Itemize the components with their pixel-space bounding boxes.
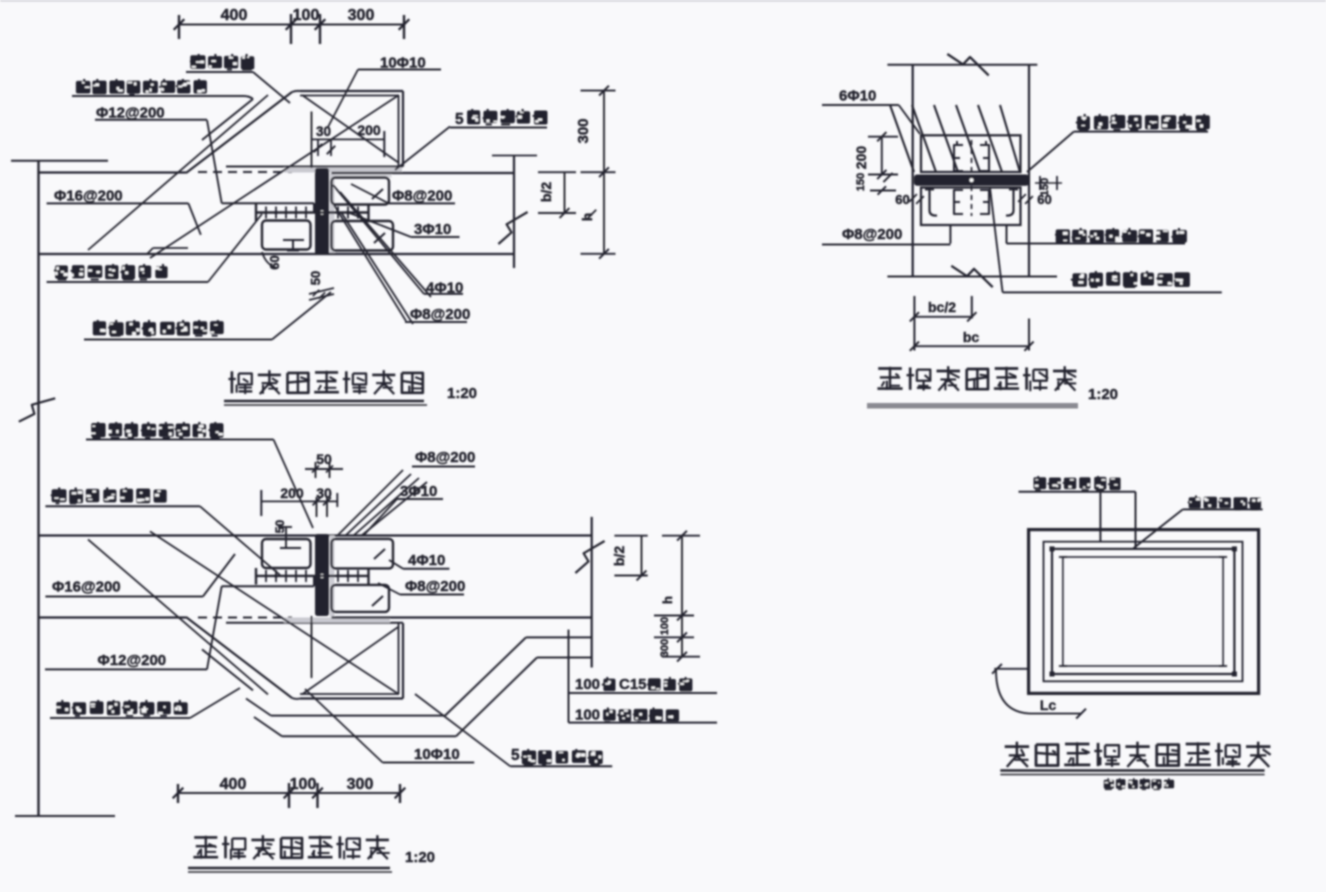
- svg-text:5: 5: [455, 111, 464, 128]
- svg-text:4Φ10: 4Φ10: [408, 552, 445, 569]
- svg-text:400: 400: [220, 776, 247, 793]
- svg-text:h: h: [660, 596, 675, 604]
- svg-text:1:20: 1:20: [1088, 386, 1118, 403]
- svg-text:bc: bc: [963, 329, 980, 345]
- svg-text:300: 300: [347, 776, 374, 793]
- svg-text:300: 300: [659, 639, 671, 657]
- svg-text:Φ12@200: Φ12@200: [96, 105, 165, 122]
- svg-text:400: 400: [221, 7, 248, 24]
- svg-text:100: 100: [575, 707, 600, 724]
- svg-text:100: 100: [290, 776, 317, 793]
- svg-text:Φ16@200: Φ16@200: [52, 579, 121, 596]
- svg-text:h: h: [579, 213, 595, 222]
- svg-text:Φ8@200: Φ8@200: [392, 188, 452, 205]
- svg-text:30: 30: [316, 485, 332, 501]
- svg-text:b/2: b/2: [538, 182, 554, 202]
- svg-text:Φ8@200: Φ8@200: [415, 449, 475, 466]
- svg-text:5: 5: [511, 747, 520, 764]
- svg-text:200: 200: [280, 485, 304, 501]
- svg-text:60: 60: [895, 192, 909, 207]
- svg-text:Lc: Lc: [1040, 697, 1057, 713]
- svg-text:4Φ10: 4Φ10: [426, 280, 463, 297]
- svg-text:3Φ10: 3Φ10: [414, 221, 451, 238]
- svg-text:Φ8@200: Φ8@200: [410, 306, 470, 323]
- svg-text:1:20: 1:20: [405, 849, 435, 866]
- svg-text:Φ16@200: Φ16@200: [54, 188, 123, 205]
- svg-text:100: 100: [293, 7, 320, 24]
- svg-text:Φ8@200: Φ8@200: [842, 226, 902, 243]
- svg-text:100: 100: [575, 676, 600, 693]
- svg-text:30: 30: [316, 124, 331, 139]
- svg-text:50: 50: [316, 451, 332, 467]
- svg-text:6Φ10: 6Φ10: [839, 88, 876, 105]
- svg-text:C15: C15: [619, 676, 647, 693]
- svg-text:bc/2: bc/2: [928, 299, 956, 315]
- svg-text:300: 300: [348, 7, 375, 24]
- svg-text:200: 200: [853, 146, 869, 170]
- svg-text:150: 150: [855, 173, 867, 191]
- svg-text:3Φ10: 3Φ10: [400, 483, 437, 500]
- svg-text:Φ12@200: Φ12@200: [98, 652, 167, 669]
- svg-text:100: 100: [659, 617, 671, 635]
- svg-text:60: 60: [1037, 192, 1051, 207]
- svg-text:200: 200: [357, 122, 381, 138]
- svg-text:1:20: 1:20: [447, 385, 477, 402]
- svg-text:60: 60: [267, 255, 282, 269]
- svg-text:10Φ10: 10Φ10: [414, 746, 460, 763]
- svg-text:50: 50: [308, 271, 323, 285]
- svg-text:10Φ10: 10Φ10: [380, 55, 426, 72]
- svg-text:Φ8@200: Φ8@200: [405, 578, 465, 595]
- svg-text:b/2: b/2: [611, 546, 627, 566]
- svg-text:300: 300: [575, 118, 592, 143]
